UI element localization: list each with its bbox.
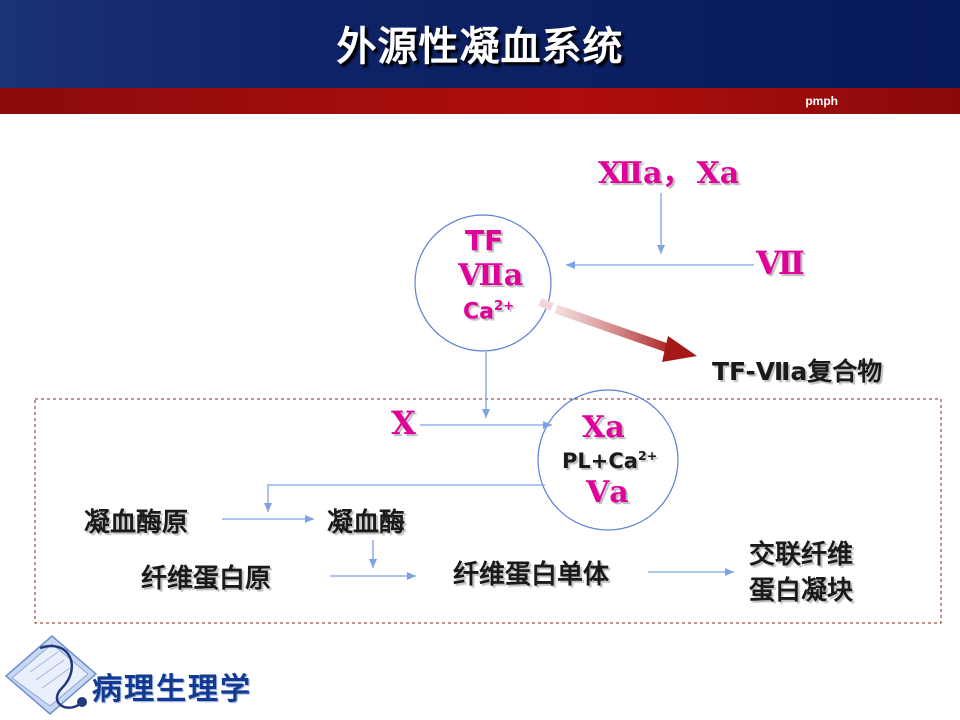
factor-x-label: Ⅹ xyxy=(391,404,416,442)
header-red-band xyxy=(0,88,960,114)
prothrombin-label: 凝血酶原 xyxy=(84,508,189,538)
va-label: Ⅴa xyxy=(586,475,629,510)
arrow-xa-to-prothrombin xyxy=(264,484,545,512)
arrow-to-complex-label xyxy=(538,298,697,362)
slide-title: 外源性凝血系统 xyxy=(336,24,624,70)
xiia-label: Ⅻa， xyxy=(598,156,693,191)
course-name: 病理生理学 xyxy=(92,672,252,707)
ca-charge: 2+ xyxy=(494,299,515,314)
xa-complex-circle xyxy=(537,389,679,531)
ca-text: Ca xyxy=(463,299,494,325)
pl-ca-label: PL+Ca2+ xyxy=(562,448,657,473)
dashed-frame xyxy=(34,398,942,624)
thrombin-label: 凝血酶 xyxy=(327,508,406,538)
factor-vii-label: Ⅶ xyxy=(756,244,805,282)
brand-label: pmph xyxy=(805,94,838,108)
pl-ca-charge: 2+ xyxy=(637,448,658,463)
xa-label: Ⅹa xyxy=(582,410,625,445)
fibrin-monomer-label: 纤维蛋白单体 xyxy=(453,560,610,590)
activators-label: Ⅻa，Ⅹa xyxy=(598,148,739,192)
crosslinked-clot-line2: 蛋白凝块 xyxy=(749,576,854,606)
crosslinked-clot-line1: 交联纤维 xyxy=(749,540,854,570)
pl-ca-text: PL+Ca xyxy=(562,449,638,473)
fibrinogen-label: 纤维蛋白原 xyxy=(141,564,272,594)
header-bar xyxy=(0,0,960,88)
tf-label: TF xyxy=(465,224,504,257)
xa-activator-label: Ⅹa xyxy=(696,156,740,191)
viia-label: Ⅶa xyxy=(458,258,524,293)
book-stethoscope-logo xyxy=(4,635,98,715)
ca-label: Ca2+ xyxy=(463,299,514,324)
tf-complex-circle xyxy=(414,214,552,352)
tf-viia-complex-label: TF-Ⅶa复合物 xyxy=(712,357,883,386)
